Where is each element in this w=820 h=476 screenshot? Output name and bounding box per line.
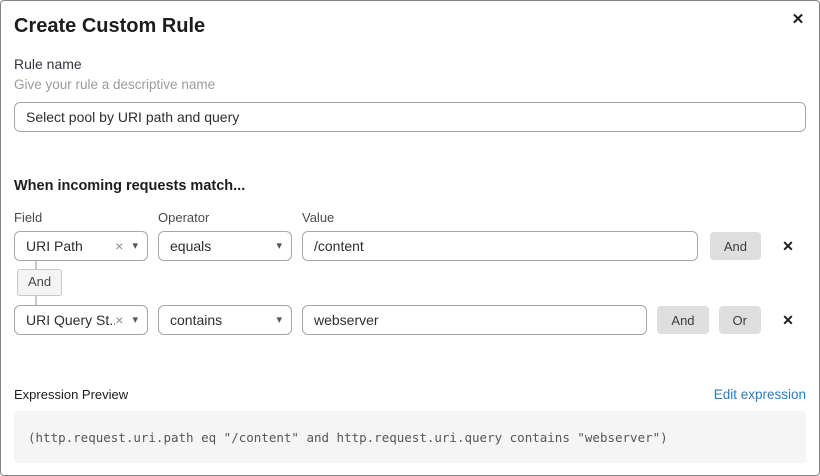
field-select-2[interactable]: URI Query St... × ▾	[14, 305, 148, 335]
rule-name-input[interactable]	[14, 102, 806, 132]
column-header-value: Value	[302, 210, 335, 225]
field-select-1[interactable]: URI Path × ▾	[14, 231, 148, 261]
dialog-title: Create Custom Rule	[14, 15, 206, 37]
connector-line-bottom	[35, 296, 37, 305]
and-connector-badge: And	[17, 269, 63, 296]
remove-condition-icon-2[interactable]: ✕	[778, 309, 798, 331]
field-select-2-value: URI Query St...	[26, 312, 116, 328]
rule-name-label: Rule name	[14, 56, 82, 72]
clear-selection-icon[interactable]: ×	[115, 312, 124, 328]
chevron-down-icon: ▾	[132, 239, 138, 252]
expression-code-preview: (http.request.uri.path eq "/content" and…	[14, 411, 806, 463]
column-header-field: Field	[14, 210, 43, 225]
chevron-down-icon: ▾	[276, 239, 282, 252]
operator-select-1-value: equals	[170, 238, 212, 254]
edit-expression-link[interactable]: Edit expression	[713, 387, 806, 402]
expression-preview-header: Expression Preview Edit expression	[14, 387, 806, 402]
field-select-1-value: URI Path	[26, 238, 83, 254]
chevron-down-icon: ▾	[132, 313, 138, 326]
operator-select-2-value: contains	[170, 312, 223, 328]
expression-preview-label: Expression Preview	[14, 387, 129, 402]
add-or-condition-button-2[interactable]: Or	[718, 306, 761, 334]
condition-column-headers: Field Operator Value	[14, 210, 806, 225]
operator-select-2[interactable]: contains ▾	[158, 305, 292, 335]
connector-line-top	[35, 261, 37, 269]
value-input-1[interactable]	[302, 231, 698, 261]
add-and-condition-button-2[interactable]: And	[657, 306, 709, 334]
match-section-heading: When incoming requests match...	[14, 178, 246, 194]
chevron-down-icon: ▾	[276, 313, 282, 326]
condition-row-2: URI Query St... × ▾ contains ▾ And Or ✕	[14, 305, 806, 335]
rule-name-help-text: Give your rule a descriptive name	[14, 77, 216, 92]
condition-row-1: URI Path × ▾ equals ▾ And ✕	[14, 231, 806, 261]
condition-connector: And	[14, 261, 806, 305]
close-icon[interactable]: ✕	[787, 8, 809, 30]
column-header-operator: Operator	[158, 210, 210, 225]
operator-select-1[interactable]: equals ▾	[158, 231, 292, 261]
add-and-condition-button-1[interactable]: And	[709, 232, 761, 260]
value-input-2[interactable]	[302, 305, 648, 335]
clear-selection-icon[interactable]: ×	[115, 238, 124, 254]
remove-condition-icon-1[interactable]: ✕	[778, 235, 798, 257]
